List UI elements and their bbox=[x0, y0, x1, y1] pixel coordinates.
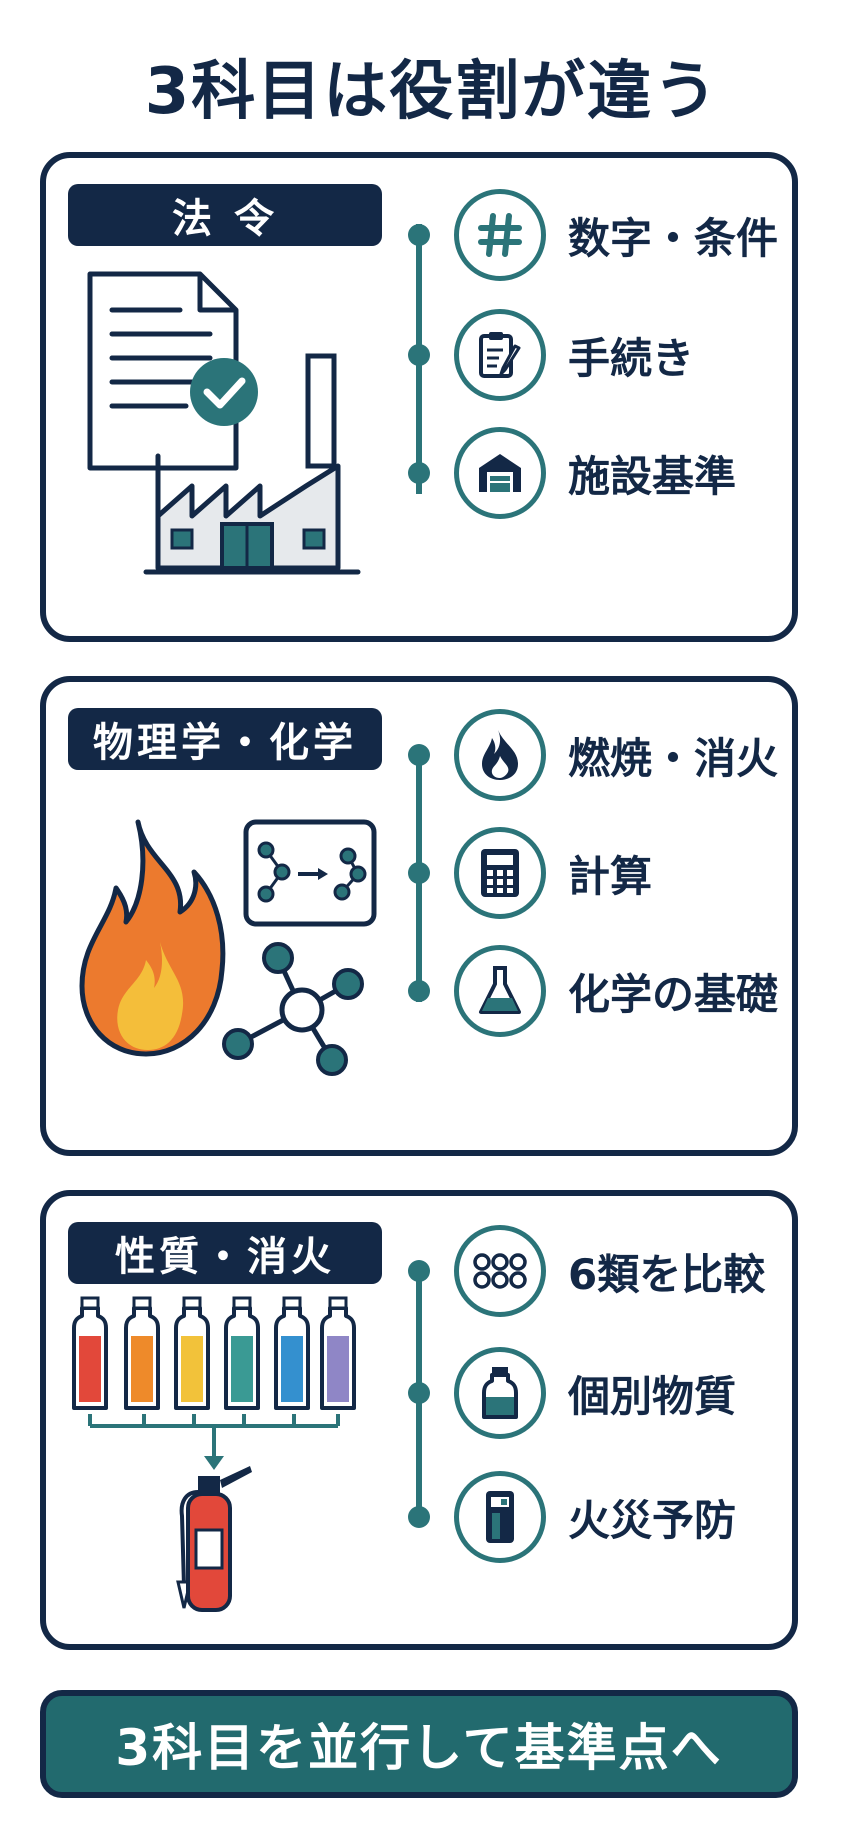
list-item: 火災予防 bbox=[454, 1464, 736, 1570]
section-card-properties-extinguishing: 性質・消火 6類を比較 個 bbox=[40, 1190, 798, 1650]
section-label: 物理学・化学 bbox=[68, 708, 382, 770]
item-label: 個別物質 bbox=[568, 1371, 737, 1421]
list-item: 化学の基礎 bbox=[454, 938, 778, 1044]
list-item: 施設基準 bbox=[454, 420, 736, 526]
bottle bbox=[224, 1296, 260, 1410]
item-label: 施設基準 bbox=[568, 451, 737, 501]
section-card-law: 法 令 数字・条件 手続き bbox=[40, 152, 798, 642]
timeline-dot bbox=[408, 224, 430, 246]
item-label: 燃焼・消火 bbox=[568, 733, 779, 783]
list-item: 手続き bbox=[454, 302, 694, 408]
hash-icon bbox=[454, 189, 546, 281]
fire-molecule-illustration bbox=[79, 819, 377, 1076]
list-item: 6類を比較 bbox=[454, 1218, 765, 1324]
timeline-dot bbox=[408, 1506, 430, 1528]
bottle bbox=[320, 1296, 356, 1410]
list-item: 計算 bbox=[454, 820, 652, 926]
bottles-extinguisher-illustration bbox=[72, 1296, 356, 1612]
section-label: 法 令 bbox=[68, 184, 382, 246]
list-item: 数字・条件 bbox=[454, 182, 778, 288]
bottles bbox=[72, 1296, 356, 1410]
item-label: 数字・条件 bbox=[568, 213, 779, 263]
timeline-dot bbox=[408, 1382, 430, 1404]
bottle bbox=[274, 1296, 310, 1410]
bottle-icon bbox=[454, 1347, 546, 1439]
bottom-banner: 3科目を並行して基準点へ bbox=[40, 1690, 798, 1798]
item-label: 手続き bbox=[568, 333, 695, 383]
document-factory-illustration bbox=[87, 271, 361, 575]
detector-icon bbox=[454, 1471, 546, 1563]
item-label: 計算 bbox=[568, 851, 653, 901]
item-label: 6類を比較 bbox=[568, 1249, 766, 1299]
timeline-dot bbox=[408, 744, 430, 766]
timeline-dot bbox=[408, 1260, 430, 1282]
bottle bbox=[174, 1296, 210, 1410]
list-item: 個別物質 bbox=[454, 1340, 736, 1446]
bottle bbox=[124, 1296, 160, 1410]
flame-icon bbox=[454, 709, 546, 801]
calculator-icon bbox=[454, 827, 546, 919]
clipboard-pen-icon bbox=[454, 309, 546, 401]
item-label: 火災予防 bbox=[568, 1495, 737, 1545]
section-card-physics-chemistry: 物理学・化学 燃焼・消火 bbox=[40, 676, 798, 1156]
item-label: 化学の基礎 bbox=[568, 969, 779, 1019]
section-label: 性質・消火 bbox=[68, 1222, 382, 1284]
flask-icon bbox=[454, 945, 546, 1037]
timeline-dot bbox=[408, 980, 430, 1002]
bottle bbox=[72, 1296, 108, 1410]
timeline-dot bbox=[408, 862, 430, 884]
timeline-dot bbox=[408, 344, 430, 366]
page-title: 3科目は役割が違う bbox=[144, 55, 720, 129]
timeline-dot bbox=[408, 462, 430, 484]
warehouse-icon bbox=[454, 427, 546, 519]
list-item: 燃焼・消火 bbox=[454, 702, 778, 808]
six-circles-icon bbox=[454, 1225, 546, 1317]
